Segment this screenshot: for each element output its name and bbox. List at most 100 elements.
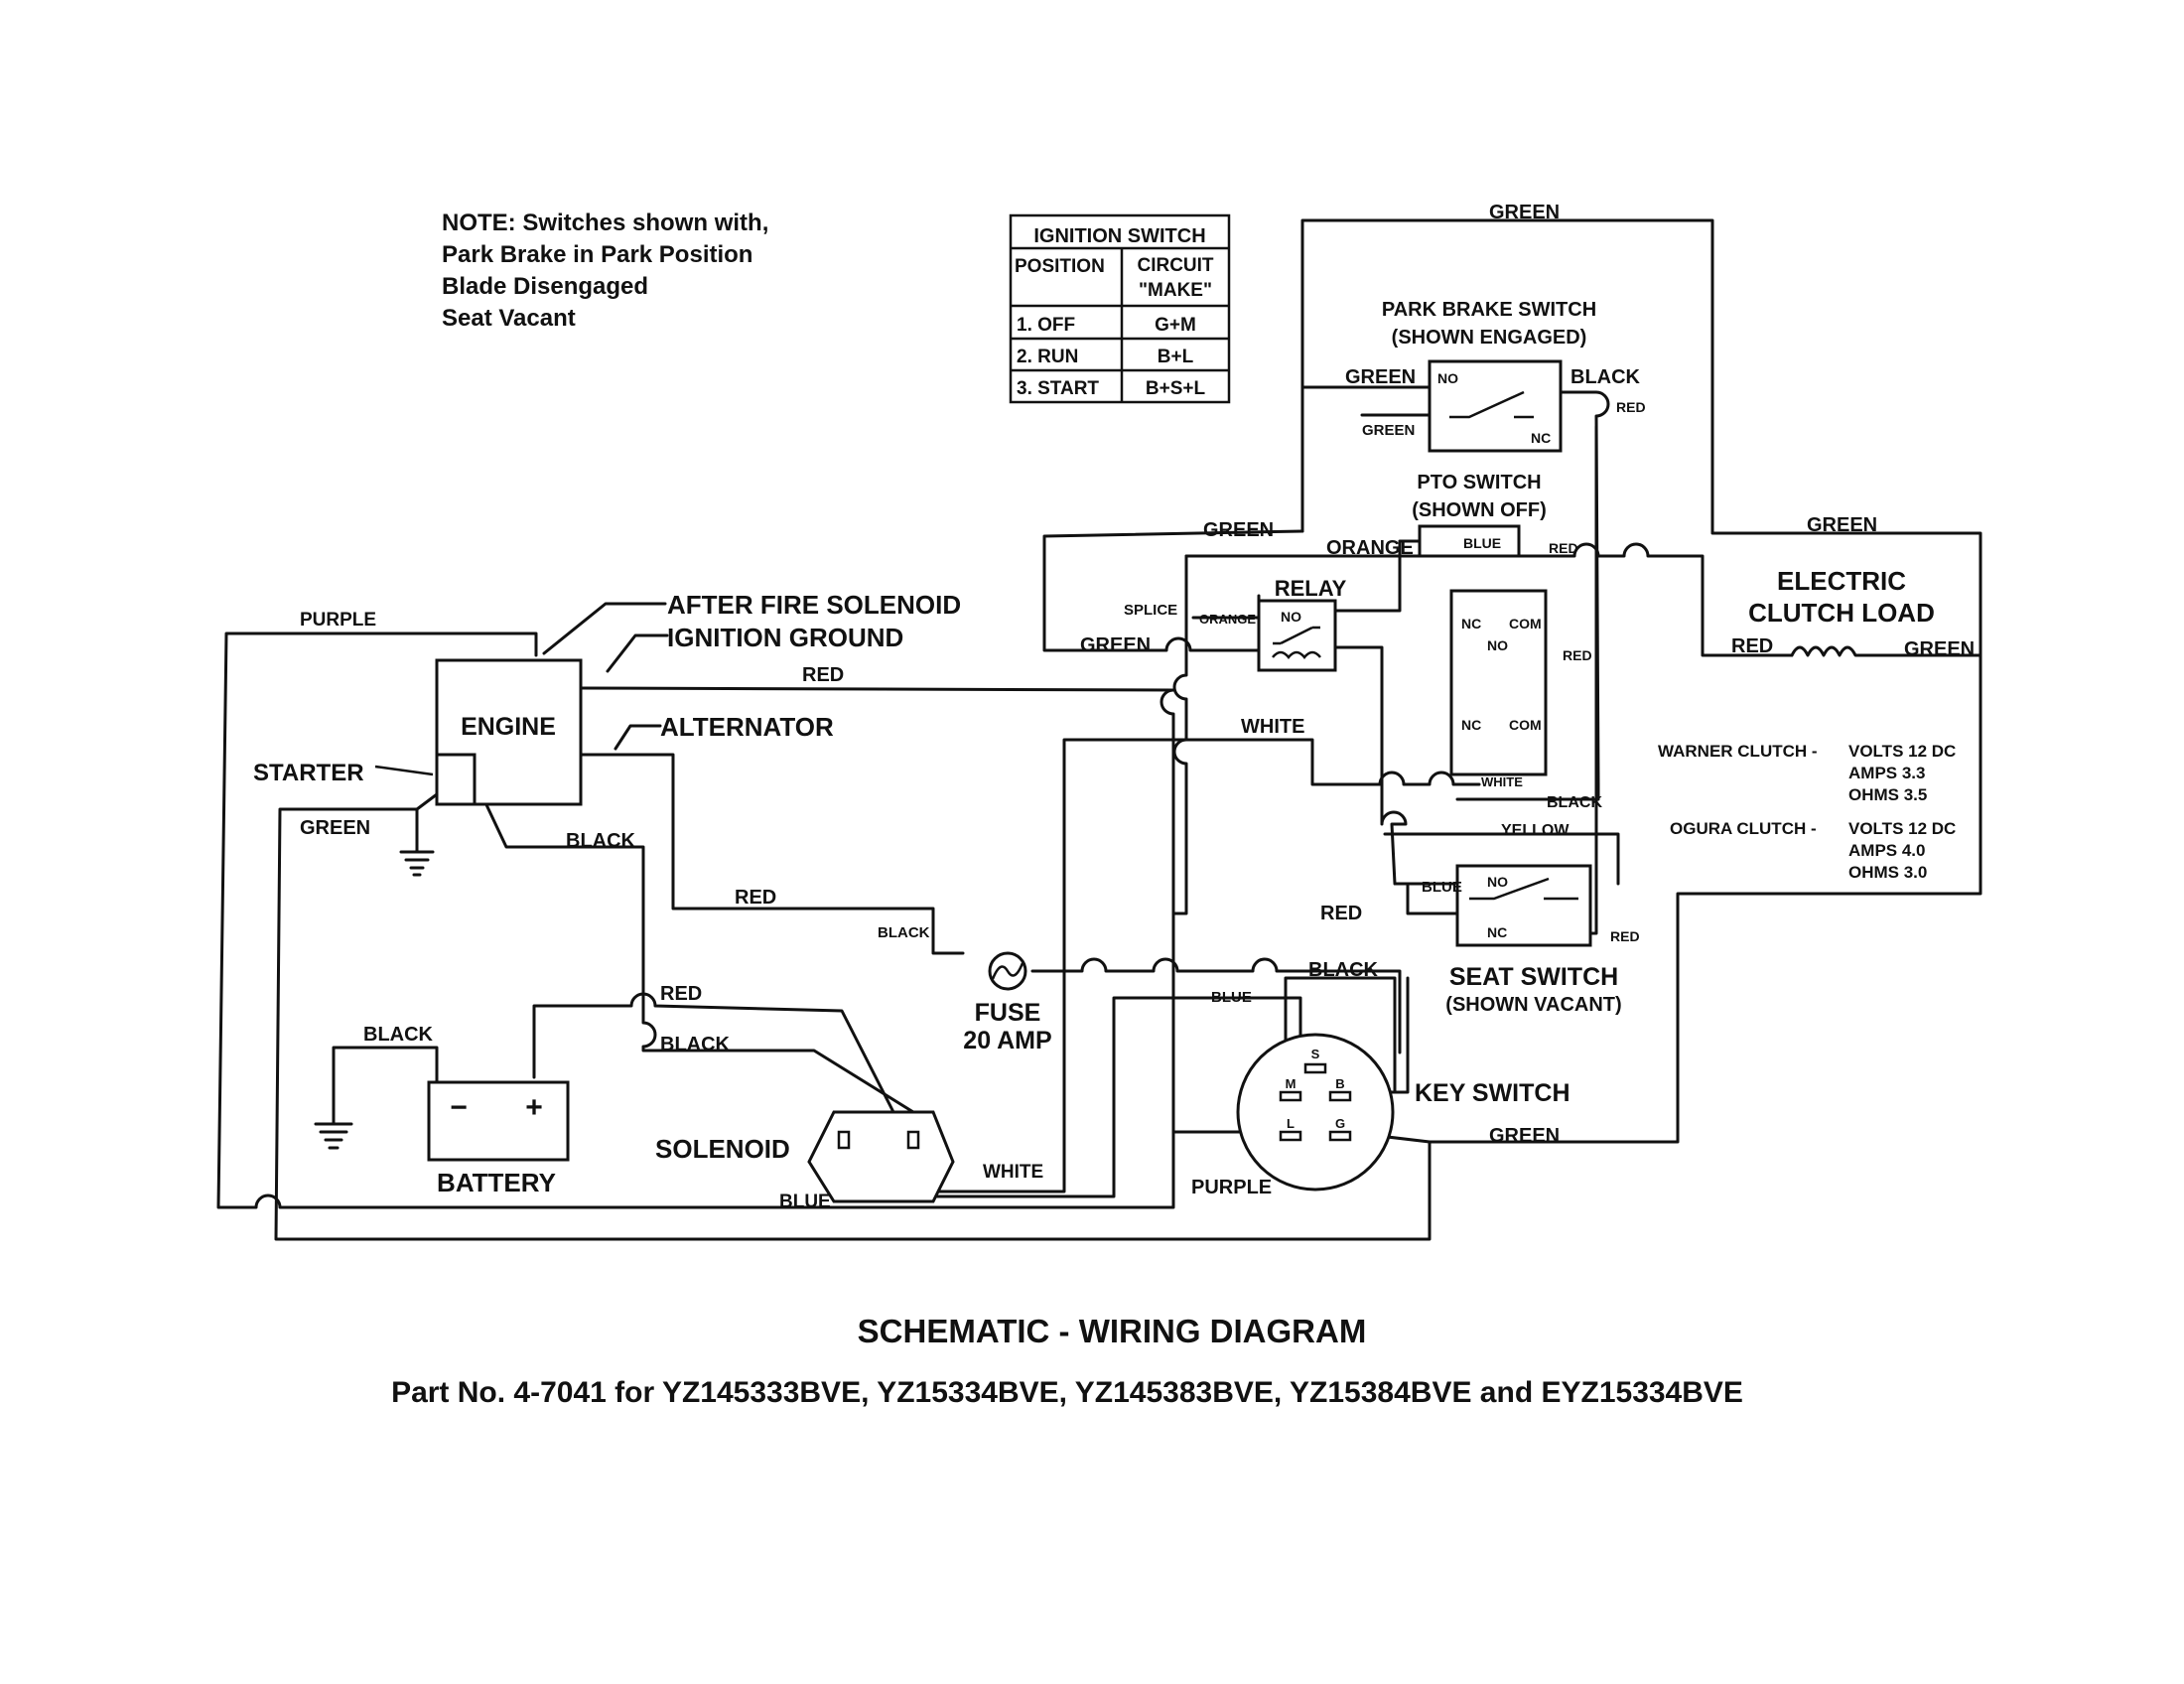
key-m: M	[1286, 1076, 1297, 1091]
label-black-starter: BLACK	[566, 830, 636, 852]
key-switch-label: KEY SWITCH	[1415, 1079, 1570, 1107]
park-brake-no: NO	[1437, 370, 1458, 386]
park-brake-state: (SHOWN ENGAGED)	[1392, 327, 1587, 349]
wire-red-alternator	[579, 753, 965, 955]
pto-nc-top: NC	[1461, 616, 1481, 632]
note-line-4: Seat Vacant	[442, 305, 576, 332]
wire-labels: PURPLE GREEN BLACK RED RED BLACK RED BLA…	[300, 202, 1975, 1212]
wire-red-ignition	[579, 686, 1175, 1124]
label-black-key: BLACK	[1308, 959, 1379, 981]
wire-red-battery	[532, 992, 895, 1114]
relay: NO RELAY SPLICE	[1124, 576, 1347, 672]
label-black-pto: BLACK	[1547, 794, 1602, 811]
seat-no: NO	[1487, 874, 1508, 890]
clutch-spec-1-name: WARNER CLUTCH -	[1658, 742, 1818, 761]
park-brake-contact-icon	[1449, 390, 1534, 419]
wire-red-park	[1588, 425, 1598, 935]
table-row-3-position: 3. START	[1017, 378, 1099, 399]
clutch-spec-2-amps: AMPS 4.0	[1848, 841, 1925, 860]
key-terminal-g	[1328, 1130, 1352, 1142]
wire-red-fuse-right	[1030, 957, 1402, 1054]
key-terminal-b	[1328, 1090, 1352, 1102]
label-black-battery: BLACK	[363, 1024, 434, 1046]
seat-switch: NO NC SEAT SWITCH (SHOWN VACANT)	[1445, 864, 1622, 1016]
label-green-ground: GREEN	[300, 817, 370, 839]
label-red-seat-right: RED	[1610, 928, 1640, 944]
fuse: FUSE 20 AMP	[963, 951, 1052, 1054]
park-brake-label: PARK BRAKE SWITCH	[1382, 299, 1596, 321]
diagram-title: SCHEMATIC - WIRING DIAGRAM	[858, 1313, 1367, 1349]
wire-green-splice	[1042, 529, 1304, 652]
wire-red-clutch	[1517, 542, 1794, 657]
seat-box	[1455, 864, 1592, 947]
ignition-ground-leader	[606, 633, 669, 673]
seat-label: SEAT SWITCH	[1449, 963, 1618, 991]
fuse-element-icon	[991, 962, 1024, 980]
clutch-label-1: ELECTRIC	[1777, 566, 1906, 596]
solenoid: SOLENOID	[655, 1110, 955, 1203]
label-red-seat: RED	[1320, 903, 1362, 924]
table-border	[1009, 213, 1231, 404]
label-green-clutch-top: GREEN	[1807, 514, 1877, 536]
key-s: S	[1311, 1047, 1320, 1061]
electric-clutch: ELECTRIC CLUTCH LOAD WARNER CLUTCH - VOL…	[1658, 566, 1956, 882]
wire-purple-outer	[216, 632, 1175, 1209]
label-green-clutch: GREEN	[1904, 638, 1975, 660]
note-line-3: Blade Disengaged	[442, 273, 648, 300]
label-black-park: BLACK	[1570, 366, 1641, 388]
seat-nc: NC	[1487, 924, 1507, 940]
table-row-2-circuit: B+L	[1158, 347, 1194, 367]
label-black-solenoid: BLACK	[878, 924, 930, 941]
label-yellow: YELLOW	[1501, 822, 1570, 839]
label-red-pto-side: RED	[1563, 647, 1592, 663]
wire-black-battery	[332, 1046, 439, 1112]
label-green-park-top: GREEN	[1345, 366, 1416, 388]
solenoid-terminal-right	[906, 1130, 920, 1150]
engine-label: ENGINE	[461, 713, 556, 741]
fuse-label: FUSE	[975, 999, 1041, 1027]
fuse-rating: 20 AMP	[963, 1027, 1051, 1054]
engine: ENGINE STARTER	[253, 658, 583, 877]
seat-contact-icon	[1469, 877, 1578, 901]
solenoid-label: SOLENOID	[655, 1134, 790, 1164]
wire-yellow	[1383, 832, 1620, 886]
battery-label: BATTERY	[437, 1168, 556, 1197]
pto-nc-bottom: NC	[1461, 717, 1481, 733]
label-red-park: RED	[1616, 399, 1646, 415]
starter-label: STARTER	[253, 760, 364, 786]
note-block: NOTE: Switches shown with, Park Brake in…	[442, 210, 768, 332]
alternator-label: ALTERNATOR	[660, 712, 834, 742]
battery: − + BATTERY	[314, 1080, 570, 1197]
pto-body	[1449, 589, 1548, 776]
table-row-2-position: 2. RUN	[1017, 347, 1078, 367]
engine-ground-icon	[399, 792, 439, 877]
after-fire-leader	[542, 602, 667, 655]
note-line-2: Park Brake in Park Position	[442, 241, 752, 268]
clutch-spec-1-volts: VOLTS 12 DC	[1848, 742, 1956, 761]
label-green-top: GREEN	[1489, 202, 1560, 223]
label-white-solenoid: WHITE	[983, 1162, 1043, 1183]
battery-box	[427, 1080, 570, 1162]
key-terminal-l	[1279, 1130, 1302, 1142]
key-g: G	[1335, 1116, 1345, 1131]
relay-contact-icon	[1273, 626, 1320, 645]
label-green-splice: GREEN	[1080, 634, 1151, 656]
table-row-1-position: 1. OFF	[1017, 315, 1075, 336]
key-l: L	[1287, 1116, 1295, 1131]
wire-relay-pto	[1333, 645, 1456, 886]
label-green-key: GREEN	[1489, 1125, 1560, 1147]
battery-plus: +	[525, 1091, 543, 1124]
label-blue-key: BLUE	[1211, 989, 1252, 1006]
key-switch-body	[1236, 1033, 1395, 1192]
pto-state: (SHOWN OFF)	[1412, 499, 1547, 521]
pto-com-bottom: COM	[1509, 717, 1542, 733]
splice-label: SPLICE	[1124, 602, 1177, 619]
wire-green-park	[1300, 385, 1432, 533]
alternator-leader	[614, 724, 662, 751]
table-row-3-circuit: B+S+L	[1146, 378, 1206, 399]
ignition-ground-label: IGNITION GROUND	[667, 623, 903, 652]
relay-coil-icon	[1272, 650, 1321, 659]
label-green-park-bottom: GREEN	[1362, 422, 1415, 439]
wire-green-top	[1300, 218, 1982, 1144]
